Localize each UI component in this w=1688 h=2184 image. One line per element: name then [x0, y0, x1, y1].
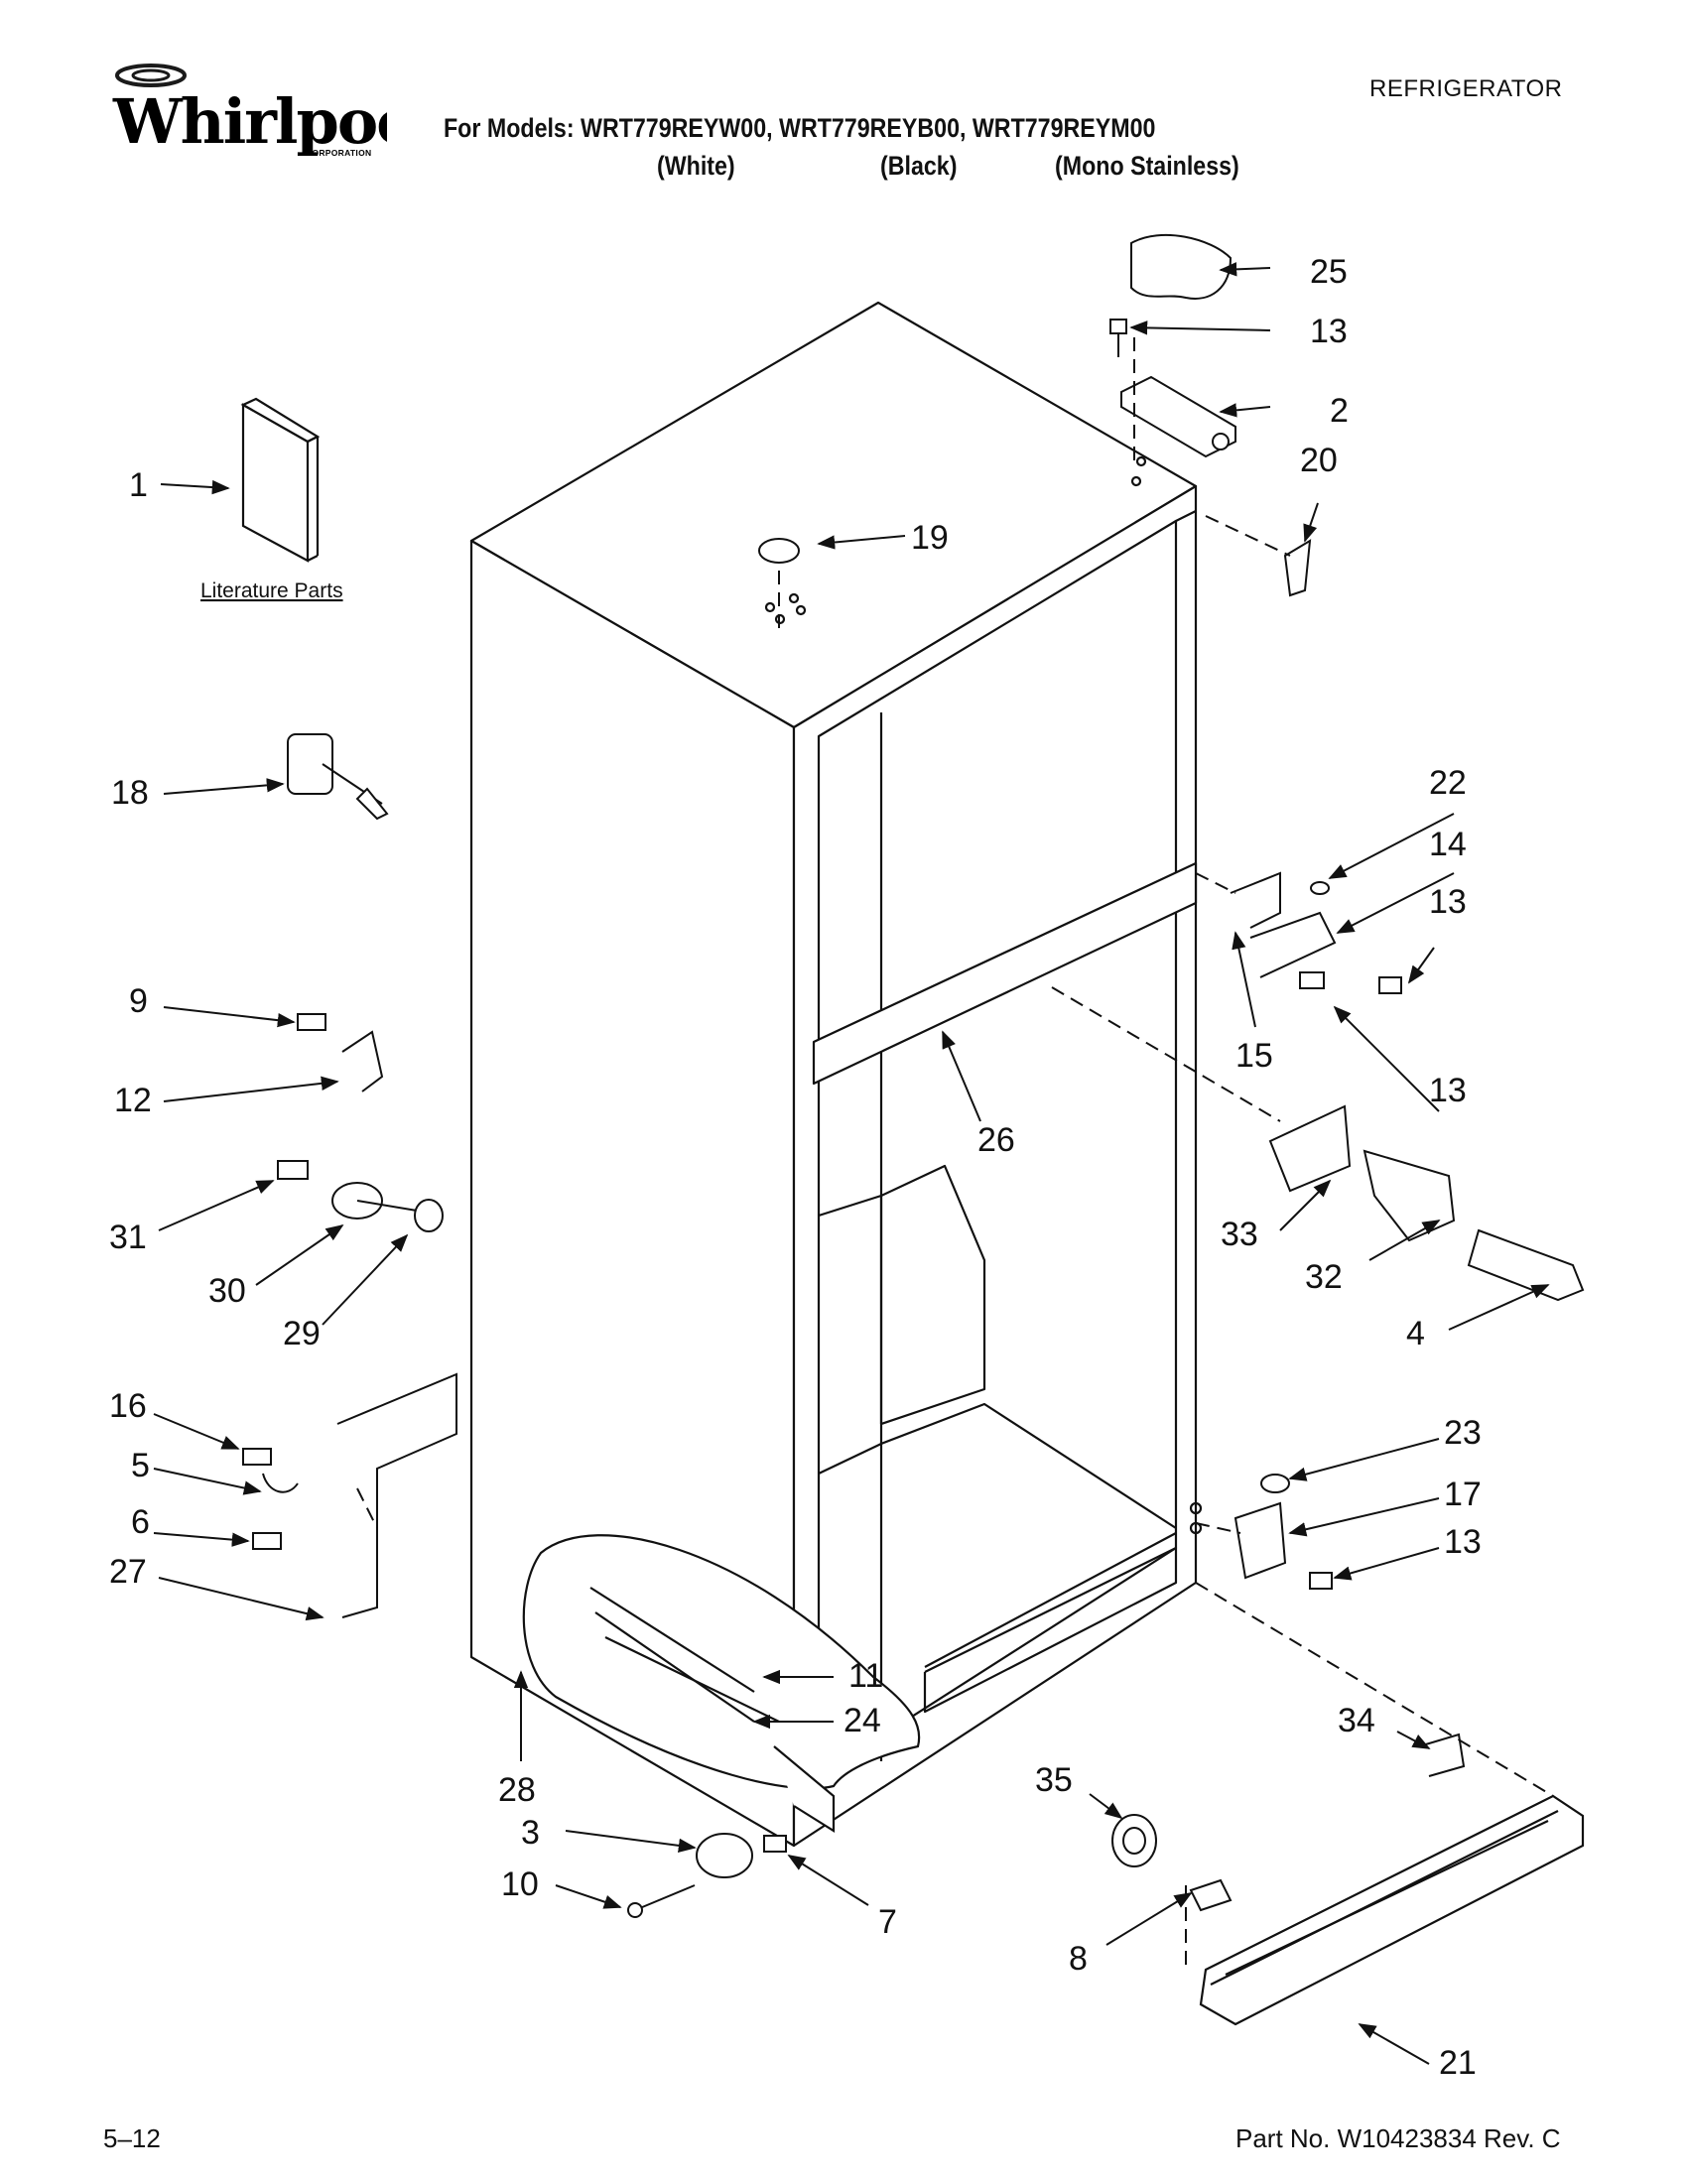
- callout-28: 28: [498, 1771, 536, 1809]
- variant-mono-stainless: (Mono Stainless): [1055, 151, 1239, 181]
- brand-wordmark: Whirlpool: [112, 85, 387, 158]
- callout-leaders: [153, 262, 1550, 2065]
- callout-13-hinge-upper: 13: [1429, 883, 1467, 921]
- callout-23: 23: [1444, 1414, 1482, 1452]
- callout-4: 4: [1406, 1315, 1425, 1352]
- callout-16: 16: [109, 1387, 147, 1425]
- whirlpool-swirl-icon: Whirlpool CORPORATION: [112, 64, 441, 158]
- callout-25: 25: [1310, 253, 1348, 291]
- small-parts: [242, 233, 1585, 1918]
- callout-5: 5: [131, 1447, 150, 1484]
- callout-9: 9: [129, 982, 148, 1020]
- callout-30: 30: [208, 1272, 246, 1310]
- literature-parts-label: Literature Parts: [200, 579, 343, 602]
- part-number: Part No. W10423834 Rev. C: [1235, 2123, 1561, 2153]
- category-label: REFRIGERATOR: [1369, 75, 1563, 102]
- callout-17: 17: [1444, 1476, 1482, 1513]
- page-number: 5–12: [103, 2123, 161, 2153]
- brand-corporation: CORPORATION: [306, 148, 371, 158]
- callout-8: 8: [1069, 1940, 1088, 1978]
- literature-booklet: [240, 397, 321, 563]
- callout-34: 34: [1338, 1702, 1375, 1739]
- callout-2: 2: [1330, 392, 1349, 430]
- callout-numbers: 1 2 3 4 5 6 7 8 9 10 11 12 13 13 13 13 1…: [109, 253, 1482, 2082]
- callout-22: 22: [1429, 764, 1467, 802]
- callout-10: 10: [501, 1865, 539, 1903]
- callout-14: 14: [1429, 826, 1467, 863]
- callout-27: 27: [109, 1553, 147, 1591]
- callout-13-top: 13: [1310, 313, 1348, 350]
- whirlpool-logo: Whirlpool CORPORATION: [109, 58, 441, 167]
- base-grille: [1199, 1794, 1585, 2026]
- callout-20: 20: [1300, 442, 1338, 479]
- callout-31: 31: [109, 1219, 147, 1256]
- callout-18: 18: [111, 774, 149, 812]
- variant-black: (Black): [880, 151, 958, 181]
- callout-26: 26: [977, 1121, 1015, 1159]
- callout-33: 33: [1221, 1216, 1258, 1253]
- callout-6: 6: [131, 1503, 150, 1541]
- callout-1: 1: [129, 466, 148, 504]
- callout-13-bottom: 13: [1444, 1523, 1482, 1561]
- callout-15: 15: [1235, 1037, 1273, 1075]
- callout-13-hinge-lower: 13: [1429, 1072, 1467, 1109]
- callout-3: 3: [521, 1814, 540, 1852]
- callout-19: 19: [911, 519, 949, 557]
- variant-white: (White): [657, 151, 735, 181]
- callout-35: 35: [1035, 1761, 1073, 1799]
- callout-7: 7: [878, 1903, 897, 1941]
- callout-32: 32: [1305, 1258, 1343, 1296]
- callout-21: 21: [1439, 2044, 1477, 2082]
- callout-29: 29: [283, 1315, 321, 1352]
- callout-12: 12: [114, 1082, 152, 1119]
- callout-24: 24: [844, 1702, 881, 1739]
- base-cover: [522, 1534, 921, 1833]
- cabinet-shell: [469, 301, 1203, 1848]
- models-title: For Models: WRT779REYW00, WRT779REYB00, …: [444, 113, 1156, 143]
- callout-11: 11: [848, 1657, 883, 1695]
